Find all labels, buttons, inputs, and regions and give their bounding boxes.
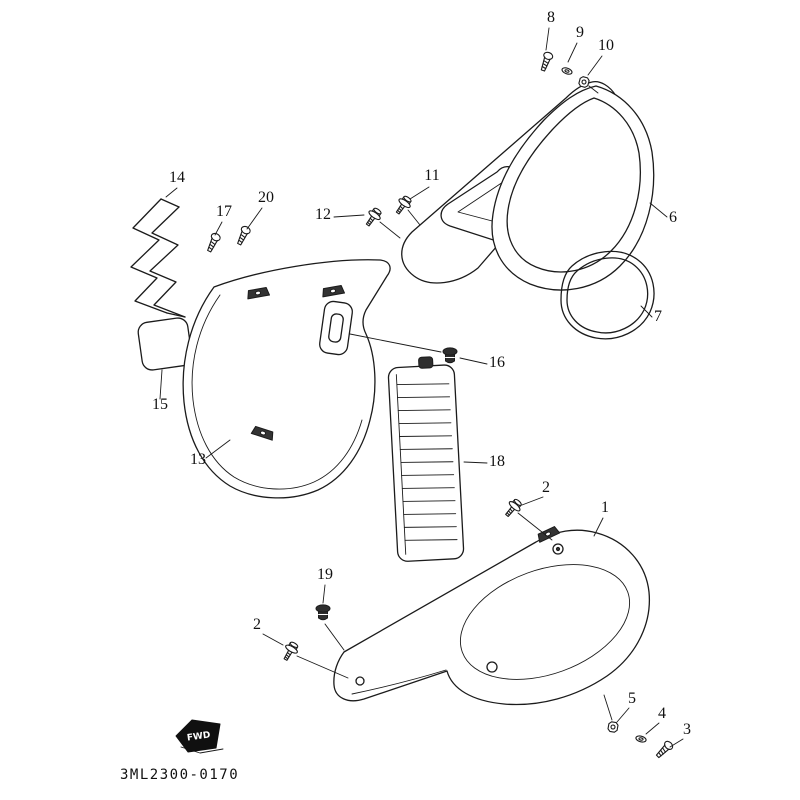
callout-16: 16 [489,354,505,371]
catalog-code: 3ML2300-0170 [120,767,239,783]
bolt-2-upper-icon [501,496,525,521]
screw-3-icon [653,739,675,761]
leader-lines [159,27,684,748]
callout-11: 11 [424,167,439,184]
nut-5-icon [607,720,619,734]
callout-14: 14 [169,169,185,186]
part-18-louver-panel [387,356,465,562]
callout-13: 13 [190,451,206,468]
fwd-arrow: FWD [175,719,224,754]
screw-20-icon [234,224,252,247]
attachment-lines [296,85,613,721]
callout-2-lower: 2 [253,616,261,633]
screw-17-icon [204,231,222,254]
callout-3: 3 [683,721,691,738]
callout-15: 15 [152,396,168,413]
callout-19: 19 [317,566,333,583]
callout-6: 6 [669,209,677,226]
callout-4: 4 [658,705,666,722]
bolt-12-icon [361,205,385,230]
callout-17: 17 [216,203,232,220]
callout-20: 20 [258,189,274,206]
part-7-gasket [560,250,655,340]
fwd-label: FWD [186,730,211,743]
screw-8-icon [538,50,555,73]
grommet-16-icon [442,347,458,364]
washer-4-icon [634,734,648,744]
part-14-zigzag-gasket [130,198,186,318]
callout-10: 10 [598,37,614,54]
callout-7: 7 [654,308,662,325]
callout-18: 18 [489,453,505,470]
washer-9-icon [560,66,574,76]
callout-5: 5 [628,690,636,707]
part-13-number-plate [182,259,391,499]
callout-9: 9 [576,24,584,41]
callout-1: 1 [601,499,609,516]
nut-10-icon [577,75,591,89]
callout-12: 12 [315,206,331,223]
callout-2-upper: 2 [542,479,550,496]
part-6-side-cover [491,85,655,291]
grommet-19-icon [315,604,331,621]
part-1-side-cover [333,525,651,706]
callout-8: 8 [547,9,555,26]
bolt-2-lower-icon [279,639,302,664]
